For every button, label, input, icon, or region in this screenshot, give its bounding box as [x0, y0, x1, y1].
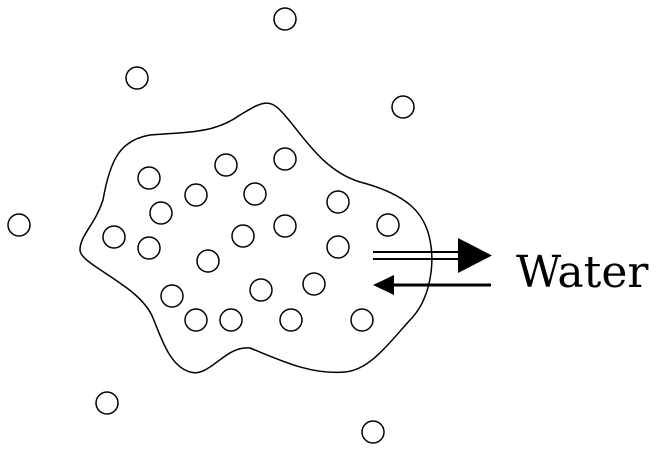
inside-particle — [219, 308, 243, 332]
outside-particle — [125, 66, 149, 90]
inside-particle — [160, 284, 184, 308]
inside-particle — [273, 147, 297, 171]
outside-particle — [391, 95, 415, 119]
outgoing-arrow — [373, 238, 492, 273]
inside-particle — [184, 183, 208, 207]
boundary-blob — [79, 102, 433, 374]
inside-particle — [326, 190, 350, 214]
outside-particle — [95, 391, 119, 415]
inside-particle — [326, 235, 350, 259]
inside-particle — [149, 201, 173, 225]
inside-particle — [279, 308, 303, 332]
inside-particle — [302, 272, 326, 296]
inside-particle — [350, 308, 374, 332]
inside-particle — [196, 249, 220, 273]
inside-particle — [376, 213, 400, 237]
inside-particle — [214, 153, 238, 177]
incoming-arrow — [373, 275, 491, 295]
inside-particle — [137, 166, 161, 190]
inside-particle — [273, 214, 297, 238]
particles-group — [7, 7, 415, 444]
inside-particle — [184, 308, 208, 332]
outside-particle — [273, 7, 297, 31]
outside-particle — [361, 420, 385, 444]
water-label: Water — [516, 247, 649, 298]
inside-particle — [137, 236, 161, 260]
inside-particle — [102, 225, 126, 249]
inside-particle — [243, 182, 267, 206]
outside-particle — [7, 213, 31, 237]
inside-particle — [231, 224, 255, 248]
inside-particle — [249, 278, 273, 302]
